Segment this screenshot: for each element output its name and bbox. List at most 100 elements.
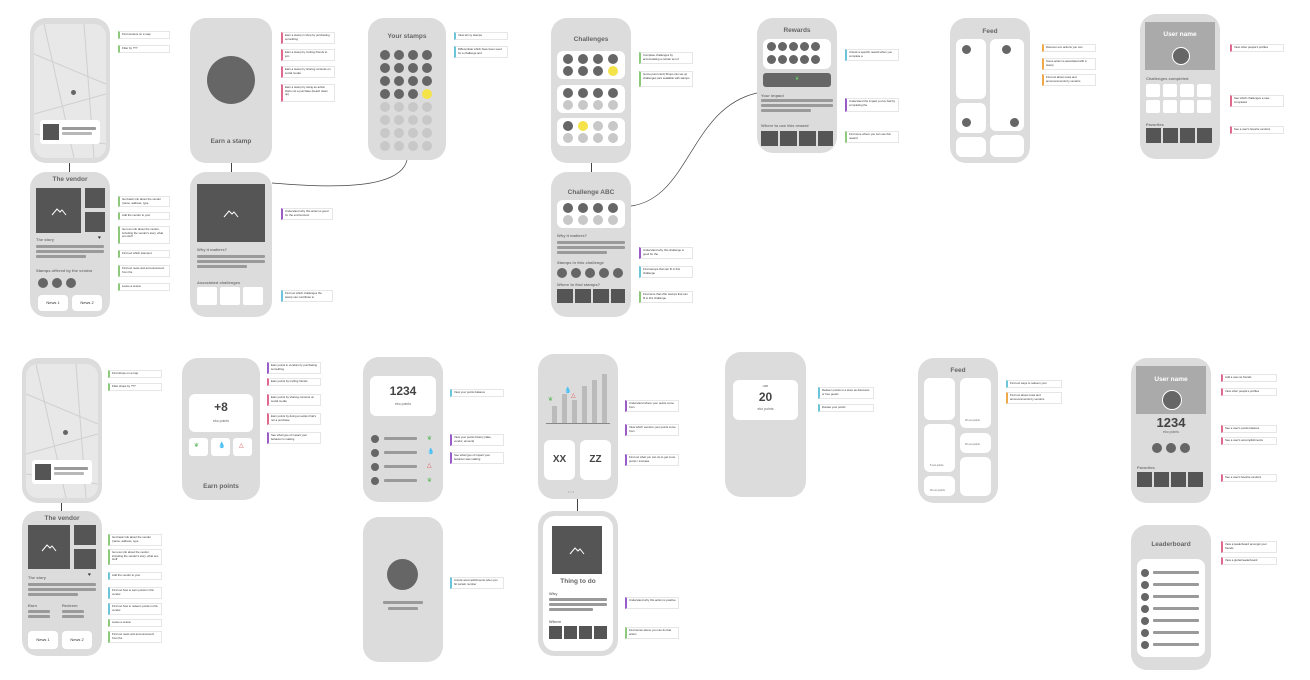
- leaderboard-row[interactable]: [1153, 619, 1199, 622]
- stamp[interactable]: [422, 141, 432, 151]
- leaderboard-avatar[interactable]: [1141, 569, 1149, 577]
- feed-tile[interactable]: [960, 378, 991, 428]
- stamp[interactable]: [394, 141, 404, 151]
- stamp[interactable]: [380, 128, 390, 138]
- vendor-preview-card[interactable]: [40, 120, 100, 144]
- completed-challenge-tile[interactable]: [1180, 84, 1194, 97]
- leaderboard-row[interactable]: [1153, 571, 1199, 574]
- store-thumb[interactable]: [579, 626, 592, 639]
- feed-tile[interactable]: [924, 476, 955, 496]
- stamp[interactable]: [422, 102, 432, 112]
- feed-tile[interactable]: [990, 39, 1024, 131]
- completed-challenge-tile[interactable]: [1197, 84, 1211, 97]
- leaderboard-row[interactable]: [1153, 583, 1199, 586]
- news-2-button[interactable]: News 2: [72, 295, 102, 311]
- store-thumb[interactable]: [761, 131, 778, 146]
- stamp[interactable]: [422, 89, 432, 99]
- heart-icon[interactable]: ♥: [88, 572, 91, 578]
- vendor-card-zz[interactable]: ZZ: [580, 440, 611, 480]
- leaderboard-row[interactable]: [1153, 595, 1199, 598]
- stamp[interactable]: [394, 63, 404, 73]
- stamp[interactable]: [394, 89, 404, 99]
- store-thumb[interactable]: [1188, 472, 1203, 487]
- leaderboard-avatar[interactable]: [1141, 605, 1149, 613]
- heart-icon[interactable]: ♥: [98, 235, 101, 241]
- challenge-tile[interactable]: [220, 287, 240, 305]
- feed-tile[interactable]: [956, 39, 986, 99]
- leaderboard-row[interactable]: [1153, 631, 1199, 634]
- leaderboard-avatar[interactable]: [1141, 641, 1149, 649]
- stamp[interactable]: [52, 278, 62, 288]
- redeem-card[interactable]: use 20 eko points: [733, 380, 798, 420]
- map-area[interactable]: [34, 24, 106, 158]
- stamp[interactable]: [408, 141, 418, 151]
- vendor-card-xx[interactable]: XX: [544, 440, 575, 480]
- stamp[interactable]: [408, 63, 418, 73]
- stamp[interactable]: [599, 268, 609, 278]
- leaderboard-avatar[interactable]: [1141, 593, 1149, 601]
- accomplishment[interactable]: [1180, 443, 1190, 453]
- avatar[interactable]: [1162, 390, 1182, 410]
- store-thumb[interactable]: [1154, 472, 1169, 487]
- stamp[interactable]: [613, 268, 623, 278]
- impact-tile[interactable]: [211, 438, 230, 456]
- stamp[interactable]: [422, 128, 432, 138]
- stamp[interactable]: [394, 115, 404, 125]
- stamp[interactable]: [38, 278, 48, 288]
- store-thumb[interactable]: [1163, 128, 1178, 143]
- map-pin[interactable]: [71, 90, 76, 95]
- news-1-button[interactable]: News 1: [28, 631, 58, 649]
- reward-bar[interactable]: [763, 73, 831, 87]
- stamp[interactable]: [380, 63, 390, 73]
- feed-tile[interactable]: [956, 103, 986, 133]
- leaderboard-avatar[interactable]: [1141, 629, 1149, 637]
- stamp[interactable]: [394, 128, 404, 138]
- stamp[interactable]: [380, 115, 390, 125]
- stamp[interactable]: [380, 76, 390, 86]
- store-thumb[interactable]: [564, 626, 577, 639]
- avatar[interactable]: [1172, 47, 1190, 65]
- store-thumb[interactable]: [799, 131, 816, 146]
- leaderboard-avatar[interactable]: [1141, 617, 1149, 625]
- store-thumb[interactable]: [1171, 472, 1186, 487]
- stamp[interactable]: [408, 50, 418, 60]
- store-thumb[interactable]: [611, 289, 625, 303]
- stamp[interactable]: [380, 50, 390, 60]
- vendor-preview-card[interactable]: [32, 460, 92, 484]
- feed-tile[interactable]: [924, 378, 955, 420]
- store-thumb[interactable]: [549, 626, 562, 639]
- stamp[interactable]: [408, 115, 418, 125]
- store-thumb[interactable]: [818, 131, 833, 146]
- store-thumb[interactable]: [1146, 128, 1161, 143]
- stamp[interactable]: [408, 76, 418, 86]
- challenge-tile[interactable]: [243, 287, 263, 305]
- stamp[interactable]: [422, 50, 432, 60]
- accomplishment[interactable]: [1152, 443, 1162, 453]
- store-thumb[interactable]: [593, 289, 609, 303]
- completed-challenge-tile[interactable]: [1146, 100, 1160, 113]
- pager-dots[interactable]: •••: [568, 489, 576, 494]
- stamp[interactable]: [66, 278, 76, 288]
- completed-challenge-tile[interactable]: [1180, 100, 1194, 113]
- challenge-tile[interactable]: [197, 287, 217, 305]
- store-thumb[interactable]: [594, 626, 607, 639]
- stamp[interactable]: [380, 102, 390, 112]
- feed-tile[interactable]: [924, 424, 955, 472]
- feed-tile[interactable]: [956, 137, 986, 157]
- news-2-button[interactable]: News 2: [62, 631, 92, 649]
- leaderboard-row[interactable]: [1153, 607, 1199, 610]
- stamp-circle[interactable]: [207, 56, 255, 104]
- stamp[interactable]: [422, 76, 432, 86]
- completed-challenge-tile[interactable]: [1163, 100, 1177, 113]
- stamp[interactable]: [394, 50, 404, 60]
- map-area[interactable]: [26, 364, 98, 498]
- stamp[interactable]: [394, 102, 404, 112]
- stamp[interactable]: [571, 268, 581, 278]
- stamp[interactable]: [422, 115, 432, 125]
- stamp[interactable]: [557, 268, 567, 278]
- store-thumb[interactable]: [1180, 128, 1195, 143]
- badge-circle[interactable]: [387, 559, 418, 590]
- store-thumb[interactable]: [575, 289, 591, 303]
- completed-challenge-tile[interactable]: [1146, 84, 1160, 97]
- feed-tile[interactable]: [960, 433, 991, 453]
